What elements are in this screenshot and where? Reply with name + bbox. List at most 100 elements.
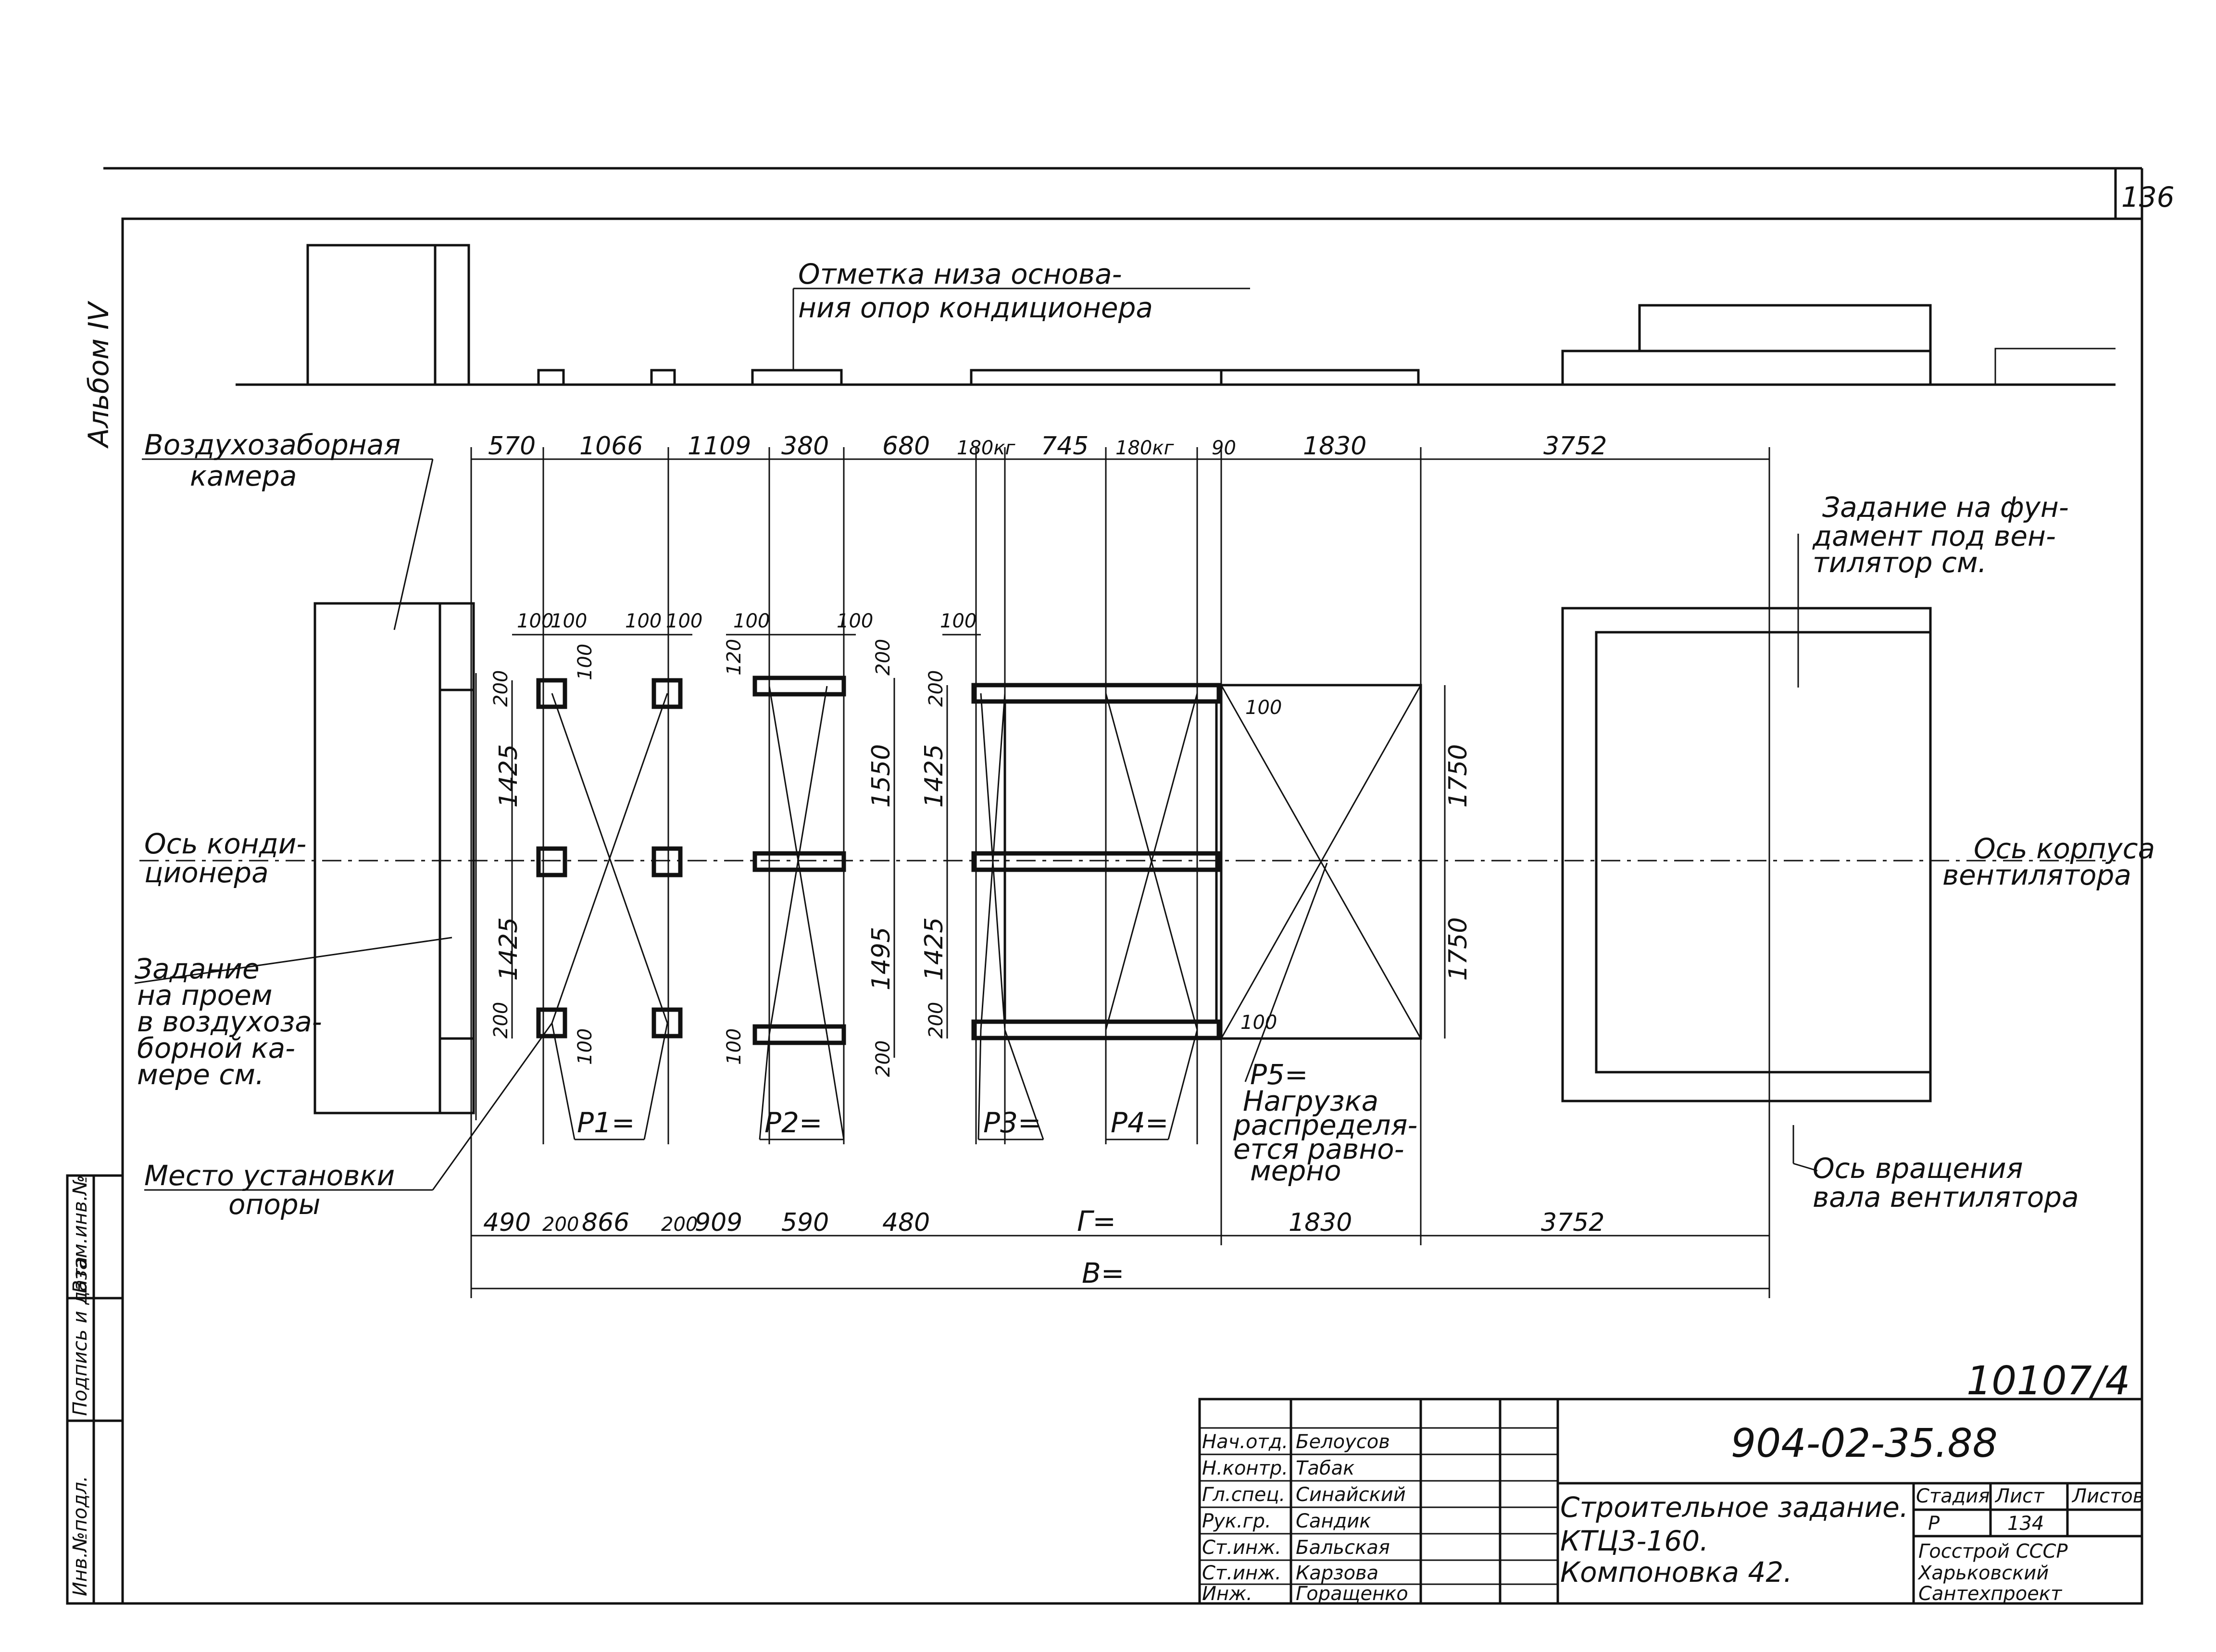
dim-s-1425d: 1425: [920, 917, 949, 981]
load-p5-2: Нагрузка: [1243, 1085, 1378, 1117]
load-p5-1: P5=: [1250, 1058, 1308, 1091]
stage-value: Р: [1928, 1513, 1940, 1535]
load-p5-4: ется равно-: [1233, 1133, 1404, 1165]
staff-name: Карзова: [1296, 1562, 1378, 1584]
note-fan-foundation-2: дамент под вен-: [1812, 520, 2056, 552]
dim-s-100d: 100: [666, 610, 702, 632]
fan-base: [1220, 684, 1422, 1082]
dim-s-1550: 1550: [867, 744, 896, 808]
fan-foundation: [1561, 534, 1932, 1172]
note-body-axis-1: Ось корпуса: [1974, 832, 2155, 865]
staff-name: Бальская: [1296, 1537, 1390, 1559]
dim-s-100h: 100: [1245, 697, 1282, 719]
staff-name: Синайский: [1296, 1484, 1406, 1506]
dim-top-2: 1066: [579, 432, 643, 461]
dim-s-1425c: 1425: [920, 744, 949, 808]
org-3: Сантехпроект: [1918, 1583, 2063, 1605]
support-group-2: [752, 676, 846, 1140]
note-opening-3: в воздухоза-: [137, 1005, 322, 1038]
dim-top-11: 3752: [1543, 432, 1607, 461]
note-support-2: опоры: [228, 1188, 321, 1221]
dim-s-100k: 100: [574, 1028, 596, 1065]
dim-s-100f: 100: [837, 610, 873, 632]
note-opening-4: борной ка-: [137, 1032, 295, 1064]
dim-bottom-7: 480: [882, 1208, 930, 1237]
dim-bottom-2: 200: [542, 1214, 579, 1236]
staff-role: Ст.инж.: [1202, 1537, 1281, 1559]
note-base-mark-2: ния опор кондиционера: [798, 291, 1153, 324]
doc-title-2: КТЦ3-160.: [1560, 1525, 1709, 1557]
dim-s-100j: 100: [574, 644, 596, 680]
dim-s-200f: 200: [925, 1002, 947, 1039]
album-label: Альбом IV: [82, 300, 115, 449]
load-p3: P3=: [983, 1106, 1041, 1139]
dim-s-1495: 1495: [867, 927, 896, 990]
dim-top-10: 1830: [1303, 432, 1366, 461]
sheet-value: 134: [2007, 1513, 2044, 1535]
air-chamber: [142, 458, 477, 1120]
dim-top-6: 180кг: [957, 437, 1016, 459]
sheet-frame: 136: [103, 167, 2175, 1605]
doc-title-3: Компоновка 42.: [1560, 1556, 1792, 1589]
dim-chain-bottom: [470, 1228, 1770, 1298]
dim-top-5: 680: [882, 432, 930, 461]
note-opening-5: мере см.: [137, 1058, 264, 1091]
dim-bottom-9: 1830: [1289, 1208, 1352, 1237]
dim-s-200e: 200: [925, 670, 947, 707]
dim-s-1750b: 1750: [1444, 917, 1473, 981]
load-p5-3: распределя-: [1233, 1109, 1417, 1141]
dim-s-100b: 100: [551, 610, 587, 632]
note-opening-1: Задание: [135, 952, 260, 985]
dim-bottom-8: Г=: [1077, 1205, 1116, 1238]
dim-s-100l: 100: [723, 1028, 745, 1065]
support-group-3-4: [971, 683, 1221, 1140]
note-support-1: Место установки: [144, 1159, 395, 1192]
dim-s-200d: 200: [872, 1040, 894, 1077]
dim-s-100a: 100: [517, 610, 553, 632]
dim-s-100g: 100: [940, 610, 977, 632]
dim-s-1425a: 1425: [494, 744, 523, 808]
load-p1: P1=: [577, 1106, 635, 1139]
staff-list: Нач.отд. Белоусов Н.контр. Табак Гл.спец…: [1202, 1431, 1408, 1605]
org-1: Госстрой СССР: [1918, 1540, 2068, 1563]
note-base-mark-1: Отметка низа основа-: [798, 258, 1122, 290]
load-p4: P4=: [1111, 1106, 1168, 1139]
staff-role: Ст.инж.: [1202, 1562, 1281, 1584]
note-fan-foundation-1: Задание на фун-: [1822, 491, 2069, 524]
staff-role: Н.контр.: [1202, 1457, 1288, 1479]
elevation-view: [236, 244, 2116, 386]
stamp-inv: Инв.№подл.: [69, 1476, 91, 1596]
side-stamp: Инв.№подл. Подпись и дата Взам.инв.№: [66, 1174, 124, 1605]
sheet-label: Лист: [1994, 1485, 2045, 1507]
sheet-number: 136: [2121, 181, 2175, 213]
staff-name: Табак: [1296, 1457, 1354, 1479]
staff-name: Сандик: [1296, 1510, 1371, 1532]
leader-support-2: [432, 1023, 553, 1190]
note-air-chamber-2: камера: [190, 460, 297, 492]
note-body-axis-2: вентилятора: [1942, 859, 2131, 891]
dim-top-7: 745: [1041, 432, 1089, 461]
dim-top-3: 1109: [688, 432, 751, 461]
org-2: Харьковский: [1917, 1562, 2049, 1584]
dim-bottom-10: 3752: [1541, 1208, 1604, 1237]
dim-top-1: 570: [488, 432, 536, 461]
dim-s-100e: 100: [733, 610, 770, 632]
stage-label: Стадия: [1916, 1485, 1990, 1507]
support-group-1: [536, 678, 683, 1140]
doc-code: 904-02-35.88: [1731, 1421, 1998, 1466]
dim-s-200c: 200: [872, 639, 894, 676]
note-cond-axis-2: ционера: [144, 856, 269, 889]
dim-s-200b: 200: [490, 1002, 512, 1039]
staff-role: Инж.: [1202, 1583, 1252, 1605]
dim-bottom-3: 866: [582, 1208, 629, 1237]
dim-bottom-5: 909: [695, 1208, 742, 1237]
load-p5-5: мерно: [1250, 1154, 1341, 1187]
staff-name: Горащенко: [1296, 1583, 1408, 1605]
dim-s-1750a: 1750: [1444, 744, 1473, 808]
note-fan-foundation-3: тилятор см.: [1813, 546, 1987, 579]
dim-bottom-1: 490: [483, 1208, 531, 1237]
stamp-replace: Взам.инв.№: [69, 1175, 91, 1293]
dim-top-9: 90: [1212, 437, 1236, 459]
archive-number: 10107/4: [1966, 1358, 2130, 1404]
